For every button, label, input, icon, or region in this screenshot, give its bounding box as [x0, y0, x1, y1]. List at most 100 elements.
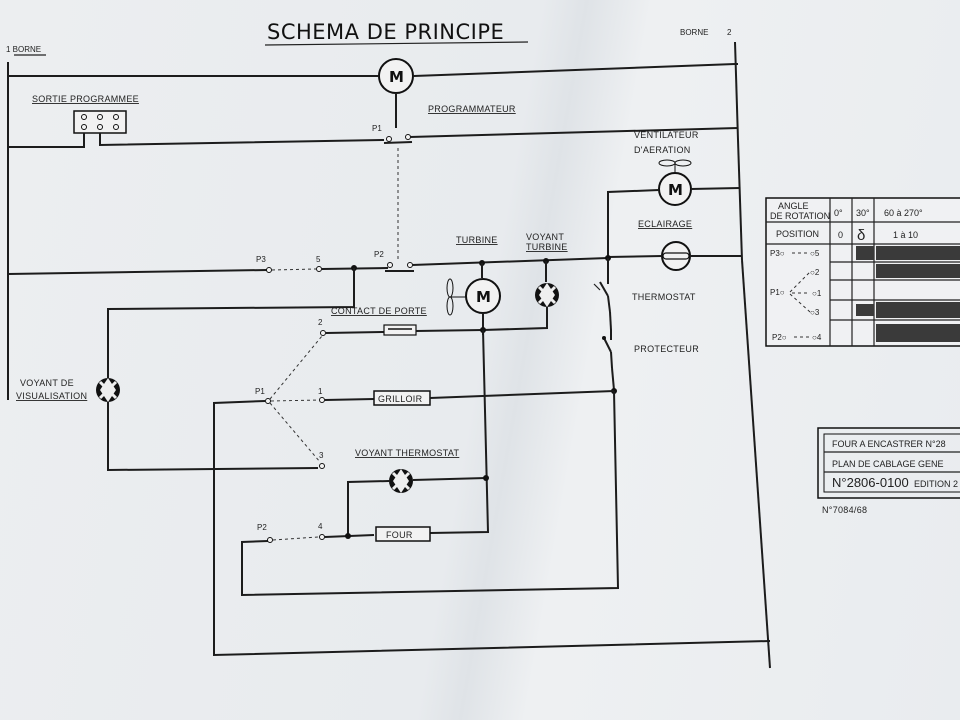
- wire-voyant-turbine-bottom: [482, 307, 548, 331]
- node-3-contact: [319, 463, 325, 469]
- table-row-p2: P2○: [772, 333, 787, 342]
- wire-1-to-grilloir: [324, 398, 375, 401]
- p2-bottom-contact: [267, 537, 273, 543]
- node-4-label: 4: [318, 522, 323, 531]
- table-pos-0: 0: [838, 230, 843, 240]
- node-1-label: 1: [318, 387, 323, 396]
- eclairage-lamp: [661, 241, 691, 271]
- wire-junction5-to-visu: [107, 268, 355, 378]
- table-row-5: ○5: [810, 249, 820, 258]
- eclairage-label: ECLAIRAGE: [638, 219, 692, 229]
- borne-left-label: 1 BORNE: [6, 45, 41, 54]
- protecteur-label: PROTECTEUR: [634, 344, 699, 354]
- p2-contact-b: [407, 262, 413, 268]
- wire-voyant-thermo-left: [347, 480, 390, 534]
- grilloir-element: GRILLOIR: [373, 390, 431, 406]
- voyant-thermostat-lamp: [389, 469, 413, 493]
- svg-text:M: M: [389, 68, 404, 86]
- wire-p1-to-borne2-bottom: [213, 400, 771, 657]
- p1-mid-label: P1: [255, 387, 265, 396]
- table-row-4: ○4: [812, 333, 822, 342]
- node-1-contact: [319, 397, 325, 403]
- sortie-programmee-terminal-block: [73, 110, 127, 134]
- reference-number: N°7084/68: [822, 505, 867, 515]
- p3-contact: [266, 267, 272, 273]
- p1-top-label: P1: [372, 124, 382, 133]
- wire-contact-to-turbine: [415, 329, 484, 332]
- title-block-edition: EDITION 2: [914, 479, 958, 489]
- voyant-visu-label-2: VISUALISATION: [16, 391, 87, 401]
- node-2-label: 2: [318, 318, 323, 327]
- wire-thermostat-protecteur: [609, 311, 612, 331]
- wire-ventilateur-right: [690, 187, 741, 190]
- programmateur-label: PROGRAMMATEUR: [428, 104, 516, 114]
- p1-top-switch-bar: [383, 141, 413, 144]
- wire-top-right: [413, 63, 736, 77]
- node-4-contact: [319, 534, 325, 540]
- wire-ventilateur-left: [607, 189, 660, 258]
- p3-dashed-link: [271, 268, 317, 271]
- borne2-bus-lower: [741, 259, 771, 669]
- wire-2-to-contact: [325, 331, 385, 334]
- wire-sortie-left: [8, 133, 85, 148]
- contact-porte-label: CONTACT DE PORTE: [331, 306, 427, 316]
- table-col-30: 30°: [856, 208, 870, 218]
- voyant-visualisation-lamp: [96, 378, 120, 402]
- borne2-bus-mid: [737, 139, 743, 261]
- thermostat-label: THERMOSTAT: [632, 292, 696, 302]
- junction-voyant-thermo: [483, 475, 489, 481]
- wire-p2-to-right: [411, 257, 609, 266]
- voyant-visu-label: VOYANT DE: [20, 378, 74, 388]
- table-header-rotation: DE ROTATION: [770, 211, 830, 221]
- svg-text:M: M: [476, 288, 491, 306]
- position-table: ANGLE DE ROTATION 0° 30° 60 à 270° POSIT…: [765, 197, 960, 347]
- title-block: FOUR A ENCASTRER N°28 PLAN DE CABLAGE GE…: [817, 427, 960, 499]
- title-block-number: N°2806-0100: [832, 475, 909, 490]
- p1-dash-to-1: [270, 399, 320, 402]
- borne-right-number: 2: [727, 28, 732, 37]
- wire-turbine-to-four: [429, 329, 490, 534]
- turbine-label: TURBINE: [456, 235, 498, 245]
- wire-protecteur-to-p2-bottom: [241, 390, 620, 597]
- fan-icon: [658, 159, 692, 172]
- p2-label: P2: [374, 250, 384, 259]
- table-pos-1-10: 1 à 10: [893, 230, 918, 240]
- table-row-p3: P3○: [770, 249, 785, 258]
- title-block-line2: PLAN DE CABLAGE GENE: [832, 459, 944, 469]
- svg-text:M: M: [668, 181, 683, 199]
- table-pos-symbol: δ: [857, 227, 865, 244]
- junction-four: [345, 533, 351, 539]
- voyant-turbine-label-2: TURBINE: [526, 242, 568, 252]
- p1-top-contact-a: [386, 136, 392, 142]
- voyant-thermostat-label: VOYANT THERMOSTAT: [355, 448, 459, 458]
- p2-contact-a: [387, 262, 393, 268]
- contact-porte-switch: [383, 324, 417, 336]
- wire-borne1-to-p3: [7, 269, 268, 275]
- table-row-1: ○1: [812, 289, 822, 298]
- table-header-angle: ANGLE: [778, 201, 809, 211]
- ventilateur-motor: M: [658, 172, 692, 206]
- svg-text:FOUR: FOUR: [386, 530, 413, 540]
- protecteur-switch: [602, 330, 613, 369]
- borne-right-label: BORNE: [680, 28, 708, 37]
- node-2-contact: [320, 330, 326, 336]
- table-row-3: ○3: [810, 308, 820, 317]
- title-underline: [264, 41, 529, 46]
- turbine-fan-icon: [446, 278, 466, 316]
- node-5-contact: [316, 266, 322, 272]
- borne2-bus-upper: [734, 41, 739, 141]
- table-row-p1: P1○: [770, 288, 785, 297]
- p1-mid-contact: [265, 398, 271, 404]
- programmateur-motor: M: [378, 58, 414, 94]
- p3-label: P3: [256, 255, 266, 264]
- wire-p1-to-borne2: [409, 127, 739, 138]
- svg-text:GRILLOIR: GRILLOIR: [378, 394, 423, 404]
- thermostat-switch: [593, 258, 611, 313]
- table-col-0: 0°: [834, 208, 843, 218]
- ventilateur-label: VENTILATEUR: [634, 130, 699, 140]
- title-block-line1: FOUR A ENCASTRER N°28: [832, 439, 946, 449]
- ventilateur-label-2: D'AERATION: [634, 145, 691, 155]
- p1-top-contact-b: [405, 134, 411, 140]
